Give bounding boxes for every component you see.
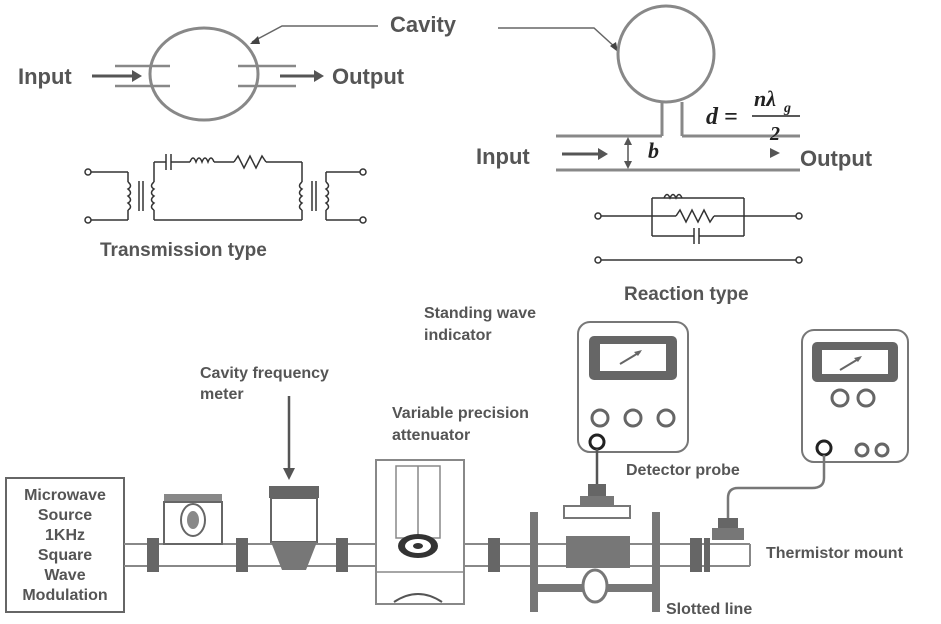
cavity-label: Cavity [390, 12, 457, 37]
formula-denominator: 2 [769, 123, 780, 145]
isolator [163, 494, 223, 545]
swr-indicator-label-line2: indicator [424, 327, 492, 344]
source-line-5: Wave [44, 567, 85, 584]
thermistor-mount-label: Thermistor mount [766, 545, 904, 562]
source-line-4: Square [38, 547, 92, 564]
transmission-cavity [115, 26, 296, 122]
microwave-source: Microwave Source 1KHz Square Wave Modula… [5, 477, 125, 613]
reaction-output-label: Output [800, 146, 873, 171]
source-line-1: Microwave [24, 487, 106, 504]
thermistor-mount [712, 518, 744, 540]
reaction-input-arrow [562, 148, 608, 160]
formula: d = nλ g 2 [706, 86, 800, 145]
transmission-input-arrow [92, 70, 142, 82]
formula-subscript: g [783, 101, 791, 116]
slotted-line-assembly [530, 484, 660, 612]
cavity-pointer-left [250, 25, 378, 44]
source-line-6: Modulation [22, 587, 107, 604]
reaction-input-label: Input [476, 144, 530, 169]
source-line-2: Source [38, 507, 92, 524]
reaction-output-arrow [770, 148, 780, 158]
reaction-type-caption: Reaction type [624, 284, 749, 305]
attenuator-label-line2: attenuator [392, 427, 470, 444]
slotted-line-label: Slotted line [666, 601, 752, 618]
waveguide-flanges [147, 538, 710, 572]
cavity-pointer-right [498, 27, 618, 52]
transmission-type-caption: Transmission type [100, 240, 267, 261]
attenuator-label-line1: Variable precision [392, 405, 529, 422]
cavity-meter-arrow [283, 396, 295, 480]
transmission-output-arrow [280, 70, 324, 82]
swr-indicator-label-line1: Standing wave [424, 305, 536, 322]
b-dimension-arrow [624, 137, 632, 169]
cavity-frequency-meter [269, 486, 319, 570]
formula-lhs: d = [706, 104, 738, 130]
cavity-meter-label-line1: Cavity frequency [200, 365, 329, 382]
source-line-3: 1KHz [45, 527, 85, 544]
variable-attenuator [375, 459, 465, 605]
reaction-equivalent-circuit [594, 197, 803, 264]
formula-numerator: nλ [754, 86, 776, 111]
swr-meter [577, 321, 689, 453]
thermistor-cable [726, 455, 826, 520]
transmission-input-label: Input [18, 64, 72, 89]
reaction-circuit-inductor [663, 193, 683, 200]
b-dimension-label: b [648, 138, 659, 163]
detector-probe-label: Detector probe [626, 462, 740, 479]
cavity-meter-label-line2: meter [200, 386, 244, 403]
transmission-output-label: Output [332, 64, 405, 89]
reaction-cavity [556, 4, 800, 172]
power-meter [801, 329, 909, 463]
transmission-equivalent-circuit [84, 154, 367, 224]
